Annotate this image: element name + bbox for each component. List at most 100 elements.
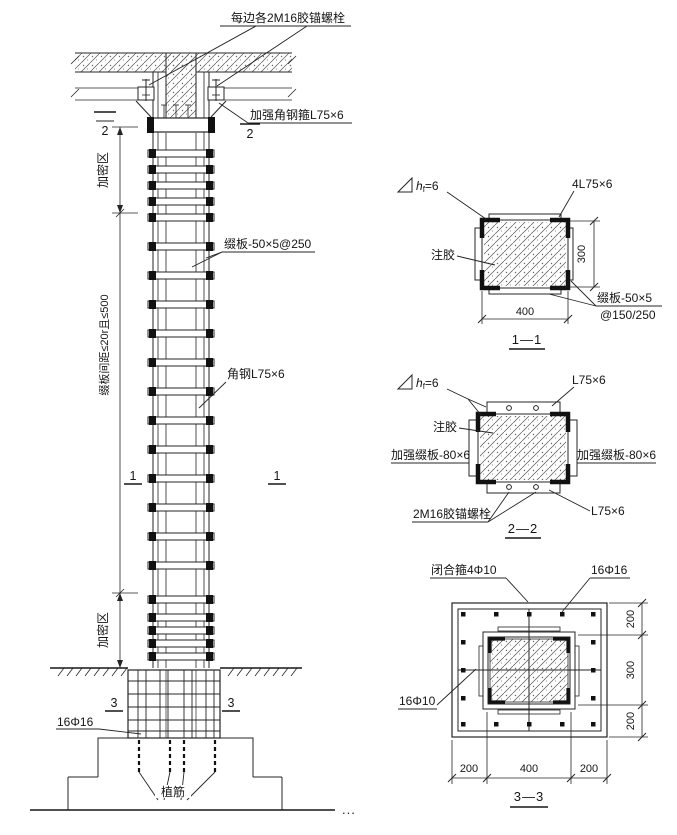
batten-label: 缀板-50×5@250 — [224, 237, 312, 251]
batten-plate — [147, 626, 215, 635]
pedestal — [127, 669, 221, 739]
batten-plate — [147, 149, 215, 158]
rebar-dot — [591, 668, 596, 673]
left-plate-label: 加强缀板-80×6 — [391, 448, 470, 462]
anchor-bolt-label: 2M16胶锚螺栓 — [413, 506, 491, 521]
rebar-dot — [591, 722, 596, 727]
batten-plates — [147, 149, 215, 661]
corner-angle-icon — [479, 217, 500, 238]
rebar-dot — [527, 722, 532, 727]
grout-label: 注胶 — [431, 247, 455, 262]
section-2-2: hf=6 L75×6 注胶 加强缀板-80×6 加强缀板-80×6 2M16胶锚… — [391, 373, 656, 539]
planted-dowels — [137, 740, 217, 772]
rebar-dot — [591, 696, 596, 701]
hoop-label: 加强角钢箍L75×6 — [250, 107, 344, 122]
rebar-dot — [591, 640, 596, 645]
svg-text:hf=6: hf=6 — [416, 179, 439, 194]
corner-angle-icon — [550, 270, 571, 291]
batten-plate — [147, 387, 215, 396]
batten-plate — [147, 416, 215, 425]
batten-plate — [147, 595, 215, 604]
svg-text:hf=6: hf=6 — [416, 376, 439, 391]
section-3-3: 闭合箍4Φ10 16Φ16 16Φ10 200 300 200 — [398, 562, 648, 808]
corner-angle-icon — [553, 637, 570, 653]
svg-text:300: 300 — [576, 245, 588, 263]
batten-plate — [147, 300, 215, 309]
plate-bolts — [161, 104, 191, 118]
column-shaft — [147, 133, 215, 668]
ground-line — [50, 667, 302, 677]
stepped-footing: 植筋 — [30, 737, 335, 811]
batten-plate — [147, 652, 215, 661]
dense-zone-bottom-dim: 加密区 — [95, 592, 138, 668]
footing-bar-label: 16Φ16 — [57, 715, 94, 729]
section-mark-3-left: 3 — [105, 696, 123, 712]
svg-text:400: 400 — [520, 763, 538, 775]
batten-plate — [147, 613, 215, 622]
batten-plate — [147, 532, 215, 541]
batten-plate — [147, 503, 215, 512]
corner-angle-icon — [475, 411, 496, 432]
section-mark-2-right: 2 — [240, 123, 260, 141]
rebar-dot — [591, 612, 596, 617]
haunch-left — [135, 100, 152, 118]
angle-bottom-label: L75×6 — [591, 504, 625, 518]
ellipsis: ... — [342, 802, 356, 817]
anchor-bolt-left — [137, 79, 155, 101]
svg-text:200: 200 — [625, 610, 637, 628]
angle-label: 角钢L75×6 — [227, 367, 285, 381]
batten-plate — [147, 358, 215, 367]
dim-width-400: 400 — [477, 291, 573, 324]
dim-height-300: 300 — [570, 216, 600, 292]
rebar-dot — [560, 612, 565, 617]
rebar-dot — [560, 722, 565, 727]
batten-plate — [147, 165, 215, 174]
section-mark-2-left: 2 — [94, 111, 116, 138]
section-3-3-title: 3—3 — [514, 789, 544, 804]
svg-text:200: 200 — [460, 763, 478, 775]
corner-angle-icon — [488, 637, 505, 653]
section-mark-1-right: 1 — [268, 469, 286, 485]
section-1-1: hf=6 4L75×6 注胶 300 400 缀板-50×5 @150/250 — [396, 176, 662, 350]
corner-bar-label: 16Φ16 — [591, 563, 628, 577]
batten-plate — [147, 474, 215, 483]
weld-symbol-icon: hf=6 — [396, 176, 439, 194]
rebar-dot — [461, 696, 466, 701]
svg-text:200: 200 — [625, 712, 637, 730]
batten-plate — [147, 197, 215, 206]
corner-angle-icon — [550, 464, 571, 485]
corner-angle-icon — [550, 217, 571, 238]
svg-text:3: 3 — [111, 696, 118, 710]
batten-plate — [147, 329, 215, 338]
rebar-dot — [461, 722, 466, 727]
dense-zone-bottom-label: 加密区 — [95, 612, 110, 648]
ground-hatch — [57, 667, 298, 677]
dims-bottom: 200 400 200 — [447, 712, 612, 784]
batten-plate — [147, 181, 215, 190]
column-head — [135, 53, 227, 133]
batten-label-line1: 缀板-50×5 — [597, 291, 652, 305]
svg-text:2: 2 — [102, 124, 109, 138]
closed-hoop-label: 闭合箍4Φ10 — [431, 562, 497, 577]
right-plate-label: 加强缀板-80×6 — [577, 448, 656, 462]
svg-text:200: 200 — [580, 763, 598, 775]
corner-angle-icon — [488, 688, 505, 704]
planted-bar-label: 植筋 — [161, 784, 185, 799]
svg-text:1: 1 — [130, 469, 137, 483]
corner-angle-icon — [553, 688, 570, 704]
column-elevation: 植筋 每边各2M16胶锚螺栓 加强角钢箍L75×6 2 2 — [30, 10, 356, 817]
dense-zone-top-label: 加密区 — [95, 152, 110, 188]
corner-angle-icon — [479, 270, 500, 291]
batten-plate — [147, 445, 215, 454]
svg-text:300: 300 — [625, 661, 637, 679]
batten-spacing-dim: 缀板间距≤20r且≤500 — [97, 208, 125, 598]
svg-text:400: 400 — [516, 306, 534, 318]
rebar-dot — [494, 722, 499, 727]
elevation-annotations: 每边各2M16胶锚螺栓 加强角钢箍L75×6 2 2 — [56, 10, 356, 817]
angle-top-label: L75×6 — [572, 373, 606, 387]
corner-angle-icon — [475, 464, 496, 485]
batten-plate — [147, 242, 215, 251]
anchor-bolt-label: 每边各2M16胶锚螺栓 — [231, 10, 345, 25]
rebar-dot — [494, 612, 499, 617]
